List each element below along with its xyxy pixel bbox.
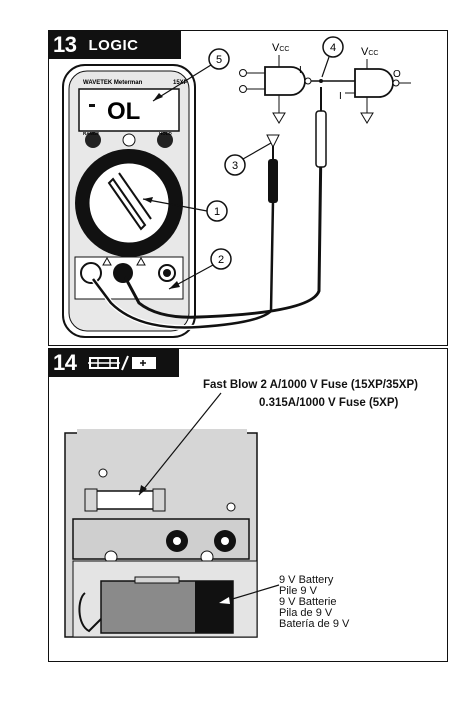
gate-1-ground-icon xyxy=(273,113,285,123)
callout-4-leader xyxy=(322,57,329,77)
battery-compartment xyxy=(73,561,257,637)
gate-2-ground-icon xyxy=(361,113,373,123)
nand-gate-2-body xyxy=(355,69,393,97)
panel-13-logic: 13 LOGIC WAVETEK Meterman 15XP OL RANGE … xyxy=(48,30,448,346)
func-button[interactable] xyxy=(123,134,135,146)
fuse-clip-left xyxy=(85,489,97,511)
gate-1-output-mark: I xyxy=(299,65,302,76)
probe-contact-point xyxy=(319,79,323,83)
panel-14-fuse-battery: 14 Fast Blow 2 A/1000 V Fuse (15XP/35XP)… xyxy=(48,348,448,662)
callout-2-label: 2 xyxy=(218,254,224,266)
callout-5-label: 5 xyxy=(216,54,222,66)
panel-13-illustration: WAVETEK Meterman 15XP OL RANGE HOLD xyxy=(49,31,449,347)
probe-left-marker xyxy=(267,135,279,147)
callout-3-label: 3 xyxy=(232,160,238,172)
screw-left-lower xyxy=(105,551,117,563)
panel-14-tab: 14 xyxy=(49,349,179,377)
battery-label-pt: Batería de 9 V xyxy=(279,619,349,630)
volt-ohm-jack[interactable] xyxy=(113,263,133,283)
gate-2-input-mark: I xyxy=(339,91,342,102)
logic-gate-2 xyxy=(345,59,411,123)
gate-1-input-b xyxy=(240,86,247,93)
fuse-spec-2: 0.315A/1000 V Fuse (5XP) xyxy=(259,397,398,409)
meter-case-back xyxy=(65,433,257,637)
fuse-leader xyxy=(139,393,221,495)
lcd-minus-sign xyxy=(89,104,95,107)
battery-leader-arrowhead xyxy=(219,597,230,604)
battery-snap xyxy=(135,577,179,583)
nand-gate-1-bubble xyxy=(305,78,311,84)
battery-label-band xyxy=(195,581,233,633)
nand-gate-2-bubble xyxy=(393,80,399,86)
gate-1-vcc-label: VCC xyxy=(272,42,289,54)
probe-right-handle xyxy=(316,111,326,167)
battery-label-list: 9 V Battery Pile 9 V 9 V Batterie Pila d… xyxy=(279,575,349,630)
internal-board xyxy=(73,519,249,559)
amp-jack-hole xyxy=(163,269,171,277)
fuse-battery-icons xyxy=(88,353,158,373)
fuse[interactable] xyxy=(89,491,161,509)
panel-14-number: 14 xyxy=(53,350,76,376)
com-jack[interactable] xyxy=(81,263,101,283)
meter-brand: WAVETEK Meterman xyxy=(83,80,143,86)
fuse-clip-right xyxy=(153,489,165,511)
range-button-label: RANGE xyxy=(83,131,99,136)
lcd-reading: OL xyxy=(107,98,140,125)
battery-wire xyxy=(79,593,101,631)
gate-2-vcc-label: VCC xyxy=(361,46,378,58)
fuse-spec-1: Fast Blow 2 A/1000 V Fuse (15XP/35XP) xyxy=(203,379,418,391)
gate-2-output-mark: O xyxy=(393,69,401,80)
probe-left-handle xyxy=(268,159,278,203)
callout-3-leader xyxy=(243,143,271,159)
battery-9v[interactable] xyxy=(101,581,233,633)
battery-leader xyxy=(219,585,279,603)
callout-4-label: 4 xyxy=(330,42,336,54)
screw-hole-right xyxy=(227,503,235,511)
jack-rear-2 xyxy=(214,530,236,552)
fuse-leader-arrowhead xyxy=(139,485,147,495)
slash-divider xyxy=(122,356,128,370)
screw-right-lower xyxy=(201,551,213,563)
gate-1-input-a xyxy=(240,70,247,77)
screw-hole-left xyxy=(99,469,107,477)
jack-rear-1 xyxy=(166,530,188,552)
callout-1-label: 1 xyxy=(214,206,220,218)
hold-button-label: HOLD xyxy=(159,131,172,136)
